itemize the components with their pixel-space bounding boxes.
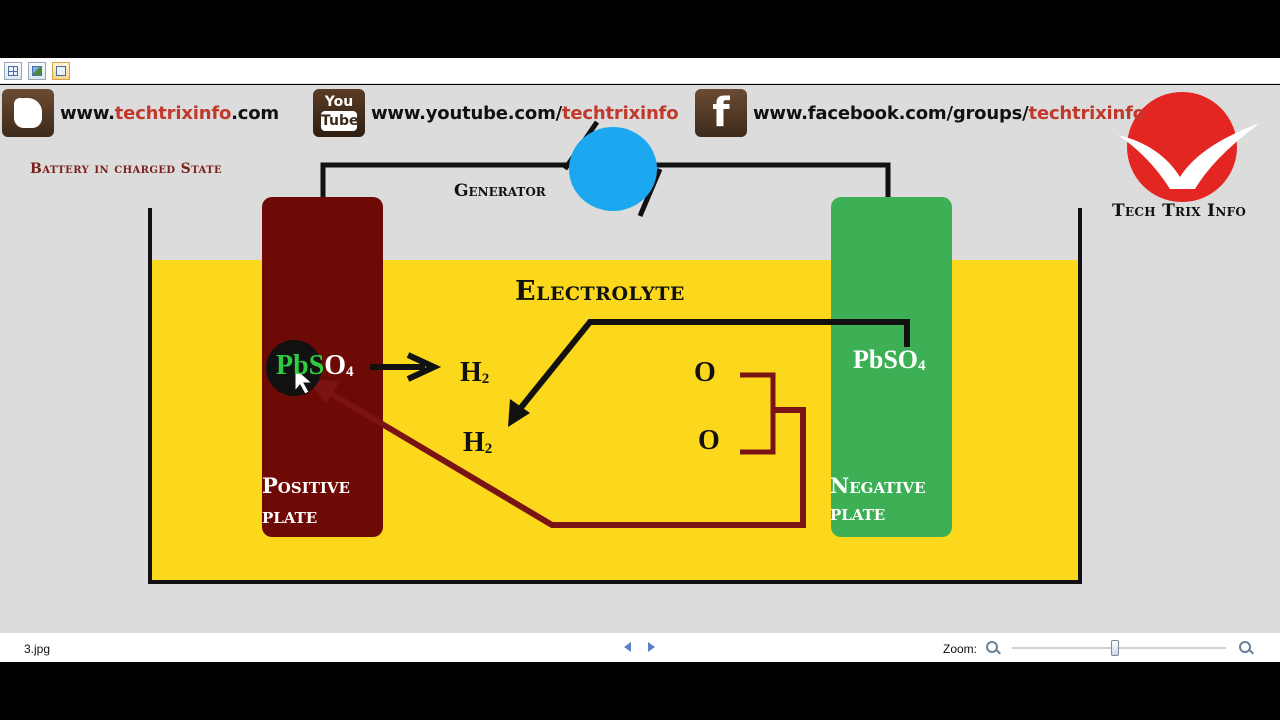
mouse-pointer-icon — [294, 366, 314, 395]
switch-arm-right — [637, 168, 663, 217]
battery-state-caption: Battery in charged State — [30, 161, 222, 177]
viewer-statusbar: 3.jpg Zoom: — [0, 632, 1280, 662]
electron-path-arrow — [512, 319, 910, 417]
facebook-url: www.facebook.com/groups/techtrixinfo — [753, 102, 1145, 124]
tank-outline — [148, 208, 1082, 584]
generator-label: Generator — [454, 181, 546, 201]
brand-logo-icon — [1127, 92, 1237, 202]
previous-image-button[interactable] — [624, 642, 631, 652]
negative-plate-label: Negative plate — [830, 473, 926, 525]
oxygen-return-path — [323, 387, 806, 528]
thumbnail-grid-icon[interactable] — [4, 62, 22, 80]
oxygen-atom-bottom: O — [698, 425, 720, 456]
release-arrowhead — [406, 352, 442, 382]
zoom-slider-thumb[interactable] — [1110, 640, 1119, 656]
brand-name: Tech Trix Info — [1112, 201, 1247, 221]
facebook-link[interactable]: f www.facebook.com/groups/techtrixinfo — [695, 89, 1145, 137]
facebook-logo-icon: f — [695, 89, 747, 137]
blogger-logo-icon — [2, 89, 54, 137]
blog-link[interactable]: www.techtrixinfo.com — [2, 89, 279, 137]
image-view-icon[interactable] — [28, 62, 46, 80]
wire-right — [655, 162, 891, 197]
zoom-in-icon[interactable] — [1239, 641, 1251, 653]
viewer-toolbar — [0, 58, 1280, 84]
positive-plate — [262, 197, 383, 537]
pbso4-positive-formula: PbSO4 — [276, 350, 354, 381]
pbso4-negative-formula: PbSO4 — [853, 345, 926, 374]
oxygen-arrowhead — [308, 380, 340, 403]
next-image-button[interactable] — [648, 642, 655, 652]
hydrogen-formula-bottom: H2 — [463, 427, 493, 458]
brand-bird-icon — [1118, 123, 1260, 189]
blog-url: www.techtrixinfo.com — [60, 102, 279, 124]
oxygen-bracket — [740, 372, 776, 455]
battery-diagram — [148, 92, 1260, 584]
generator-circle — [569, 127, 657, 211]
positive-plate-label: Positive plate — [262, 473, 350, 528]
electron-arrowhead — [508, 399, 530, 427]
negative-plate — [831, 197, 952, 537]
youtube-url: www.youtube.com/techtrixinfo — [371, 102, 679, 124]
hydrogen-formula-top: H2 — [460, 357, 490, 388]
zoom-slider[interactable] — [1012, 640, 1226, 656]
electrolyte-label: Electrolyte — [515, 276, 685, 307]
slideshow-icon[interactable] — [52, 62, 70, 80]
wire-left — [320, 162, 570, 197]
oxygen-atom-top: O — [694, 357, 716, 388]
file-name: 3.jpg — [24, 642, 51, 656]
zoom-out-icon[interactable] — [986, 641, 998, 653]
zoom-label: Zoom: — [943, 642, 978, 656]
